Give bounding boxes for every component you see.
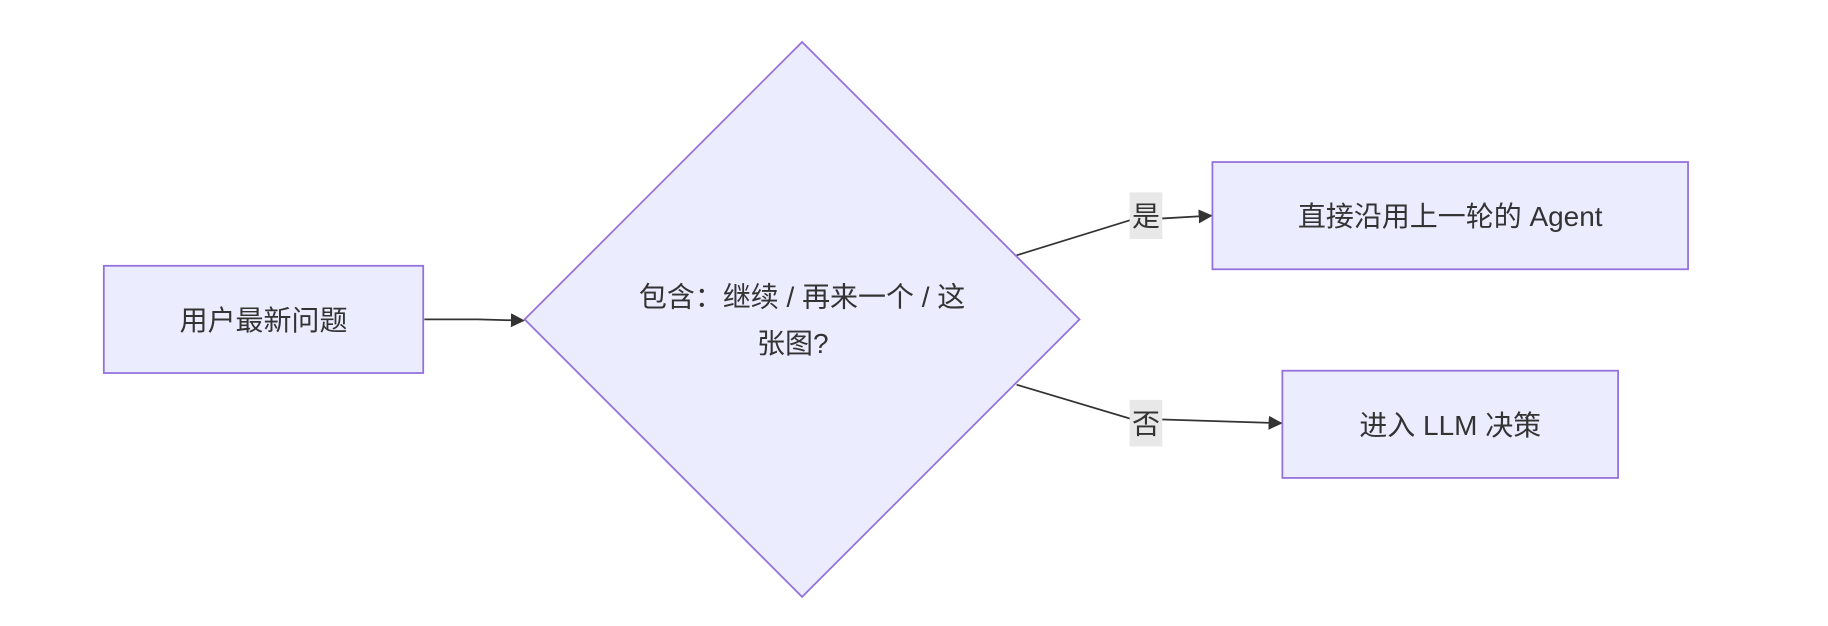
decision-label-line2: 张图? <box>757 328 829 359</box>
edge-label-no: 否 <box>1129 399 1163 447</box>
yes-label: 是 <box>1132 201 1160 232</box>
start-node: 用户最新问题 <box>102 264 425 374</box>
decision-node: 包含：继续 / 再来一个 / 这 张图? <box>523 40 1081 599</box>
edge-decision-yes <box>1016 209 1213 257</box>
no-target-node: 进入 LLM 决策 <box>1281 369 1619 479</box>
no-target-label: 进入 LLM 决策 <box>1359 410 1541 441</box>
edge-label-yes: 是 <box>1129 192 1163 239</box>
no-label: 否 <box>1132 409 1160 440</box>
yes-target-label: 直接沿用上一轮的 Agent <box>1298 201 1603 232</box>
edge-start-to-decision <box>424 313 525 328</box>
yes-target-node: 直接沿用上一轮的 Agent <box>1211 161 1689 271</box>
start-node-label: 用户最新问题 <box>180 305 348 336</box>
decision-label-line1: 包含：继续 / 再来一个 / 这 <box>639 282 965 313</box>
